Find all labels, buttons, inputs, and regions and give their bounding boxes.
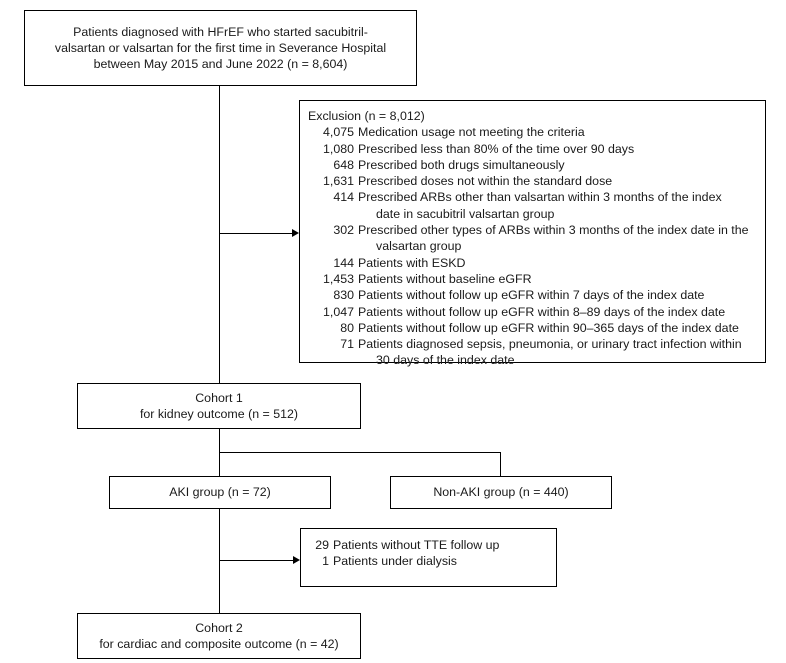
exclusion-item-text: Prescribed other types of ARBs within 3 … bbox=[358, 222, 759, 255]
exclusion-item: 71 Patients diagnosed sepsis, pneumonia,… bbox=[308, 336, 759, 369]
connector-group-split bbox=[219, 452, 501, 453]
tte-exclusion-item-text: Patients under dialysis bbox=[333, 554, 457, 569]
exclusion-item-count: 648 bbox=[333, 157, 354, 172]
exclusion-item-text: Medication usage not meeting the criteri… bbox=[358, 125, 585, 140]
exclusion-item: 648 Prescribed both drugs simultaneously bbox=[308, 157, 759, 173]
nonaki-group-label: Non-AKI group (n = 440) bbox=[433, 485, 569, 500]
tte-exclusion-item-count: 1 bbox=[322, 554, 329, 569]
exclusion-item-text-continuation: date in sacubitril valsartan group bbox=[376, 206, 555, 221]
exclusion-item-count: 1,453 bbox=[322, 271, 354, 286]
exclusion-item-count: 830 bbox=[333, 288, 354, 303]
exclusion-item: 80 Patients without follow up eGFR withi… bbox=[308, 320, 759, 336]
exclusion-item-text: Patients without follow up eGFR within 8… bbox=[358, 304, 726, 319]
connector-tte-branch bbox=[219, 560, 293, 561]
cohort2-box: Cohort 2 for cardiac and composite outco… bbox=[77, 613, 361, 659]
arrowhead-tte-icon bbox=[293, 556, 300, 564]
tte-exclusion-item: 29 Patients without TTE follow up bbox=[309, 537, 550, 553]
exclusion-item: 1,047 Patients without follow up eGFR wi… bbox=[308, 304, 759, 320]
exclusion-item-count: 414 bbox=[333, 190, 354, 205]
exclusion-item: 830 Patients without follow up eGFR with… bbox=[308, 287, 759, 303]
exclusion-item-text: Patients diagnosed sepsis, pneumonia, or… bbox=[358, 336, 759, 369]
tte-exclusion-item-count: 29 bbox=[315, 538, 329, 552]
exclusion-item-text: Prescribed ARBs other than valsartan wit… bbox=[358, 189, 759, 222]
exclusion-item-text: Prescribed less than 80% of the time ove… bbox=[358, 141, 635, 156]
exclusion-item-count: 71 bbox=[340, 337, 354, 352]
exclusion-item-text-continuation: valsartan group bbox=[376, 239, 462, 254]
exclusion-item: 144 Patients with ESKD bbox=[308, 255, 759, 271]
cohort2-line-1: Cohort 2 bbox=[195, 620, 243, 635]
exclusion-item-count: 302 bbox=[333, 223, 354, 238]
exclusion-item-count: 1,047 bbox=[322, 304, 354, 319]
aki-group-label: AKI group (n = 72) bbox=[169, 485, 271, 500]
exclusion-item: 1,453 Patients without baseline eGFR bbox=[308, 271, 759, 287]
aki-group-box: AKI group (n = 72) bbox=[109, 476, 331, 509]
exclusion-item-text-main: Patients diagnosed sepsis, pneumonia, or… bbox=[358, 337, 742, 352]
source-population-line-1: Patients diagnosed with HFrEF who starte… bbox=[73, 24, 368, 39]
exclusion-item-text-main: Prescribed ARBs other than valsartan wit… bbox=[358, 190, 722, 205]
nonaki-group-box: Non-AKI group (n = 440) bbox=[390, 476, 612, 509]
source-population-line-2: valsartan or valsartan for the first tim… bbox=[54, 40, 387, 55]
arrowhead-exclusion-icon bbox=[292, 229, 299, 237]
exclusion-item-count: 80 bbox=[340, 320, 354, 335]
source-population-box: Patients diagnosed with HFrEF who starte… bbox=[24, 10, 417, 86]
cohort1-line-2: for kidney outcome (n = 512) bbox=[139, 407, 299, 421]
exclusion-item-count: 144 bbox=[333, 255, 354, 270]
exclusion-item-text: Prescribed doses not within the standard… bbox=[358, 174, 613, 189]
exclusion-item-text: Patients with ESKD bbox=[358, 255, 466, 270]
tte-exclusion-item: 1 Patients under dialysis bbox=[309, 553, 550, 569]
exclusion-item-text: Patients without follow up eGFR within 9… bbox=[358, 320, 739, 335]
exclusion-item-text: Prescribed both drugs simultaneously bbox=[358, 157, 565, 172]
exclusion-title: Exclusion (n = 8,012) bbox=[308, 109, 425, 123]
exclusion-item-text: Patients without baseline eGFR bbox=[358, 271, 532, 286]
exclusion-item: 4,075 Medication usage not meeting the c… bbox=[308, 124, 759, 140]
cohort2-line-2: for cardiac and composite outcome (n = 4… bbox=[99, 637, 339, 651]
tte-exclusion-item-text: Patients without TTE follow up bbox=[333, 538, 500, 552]
connector-exclusion-branch bbox=[219, 233, 292, 234]
source-population-line-3: between May 2015 and June 2022 (n = 8,60… bbox=[93, 57, 348, 72]
exclusion-item-count: 4,075 bbox=[322, 125, 354, 140]
exclusion-item: 414 Prescribed ARBs other than valsartan… bbox=[308, 189, 759, 222]
exclusion-box: Exclusion (n = 8,012) 4,075 Medication u… bbox=[299, 100, 766, 367]
exclusion-item-text-continuation: 30 days of the index date bbox=[376, 353, 515, 368]
connector-main-spine bbox=[219, 86, 220, 383]
exclusion-item-text-main: Prescribed other types of ARBs within 3 … bbox=[358, 223, 749, 238]
exclusion-item-count: 1,631 bbox=[322, 174, 354, 189]
cohort1-line-1: Cohort 1 bbox=[195, 390, 243, 405]
connector-aki-down bbox=[219, 509, 220, 613]
cohort1-box: Cohort 1 for kidney outcome (n = 512) bbox=[77, 383, 361, 429]
exclusion-item-text: Patients without follow up eGFR within 7… bbox=[358, 288, 705, 303]
exclusion-item: 1,631 Prescribed doses not within the st… bbox=[308, 173, 759, 189]
exclusion-item-count: 1,080 bbox=[322, 141, 354, 156]
tte-exclusion-box: 29 Patients without TTE follow up 1 Pati… bbox=[300, 528, 557, 587]
exclusion-item: 1,080 Prescribed less than 80% of the ti… bbox=[308, 141, 759, 157]
exclusion-item: 302 Prescribed other types of ARBs withi… bbox=[308, 222, 759, 255]
connector-nonaki-down bbox=[500, 452, 501, 476]
